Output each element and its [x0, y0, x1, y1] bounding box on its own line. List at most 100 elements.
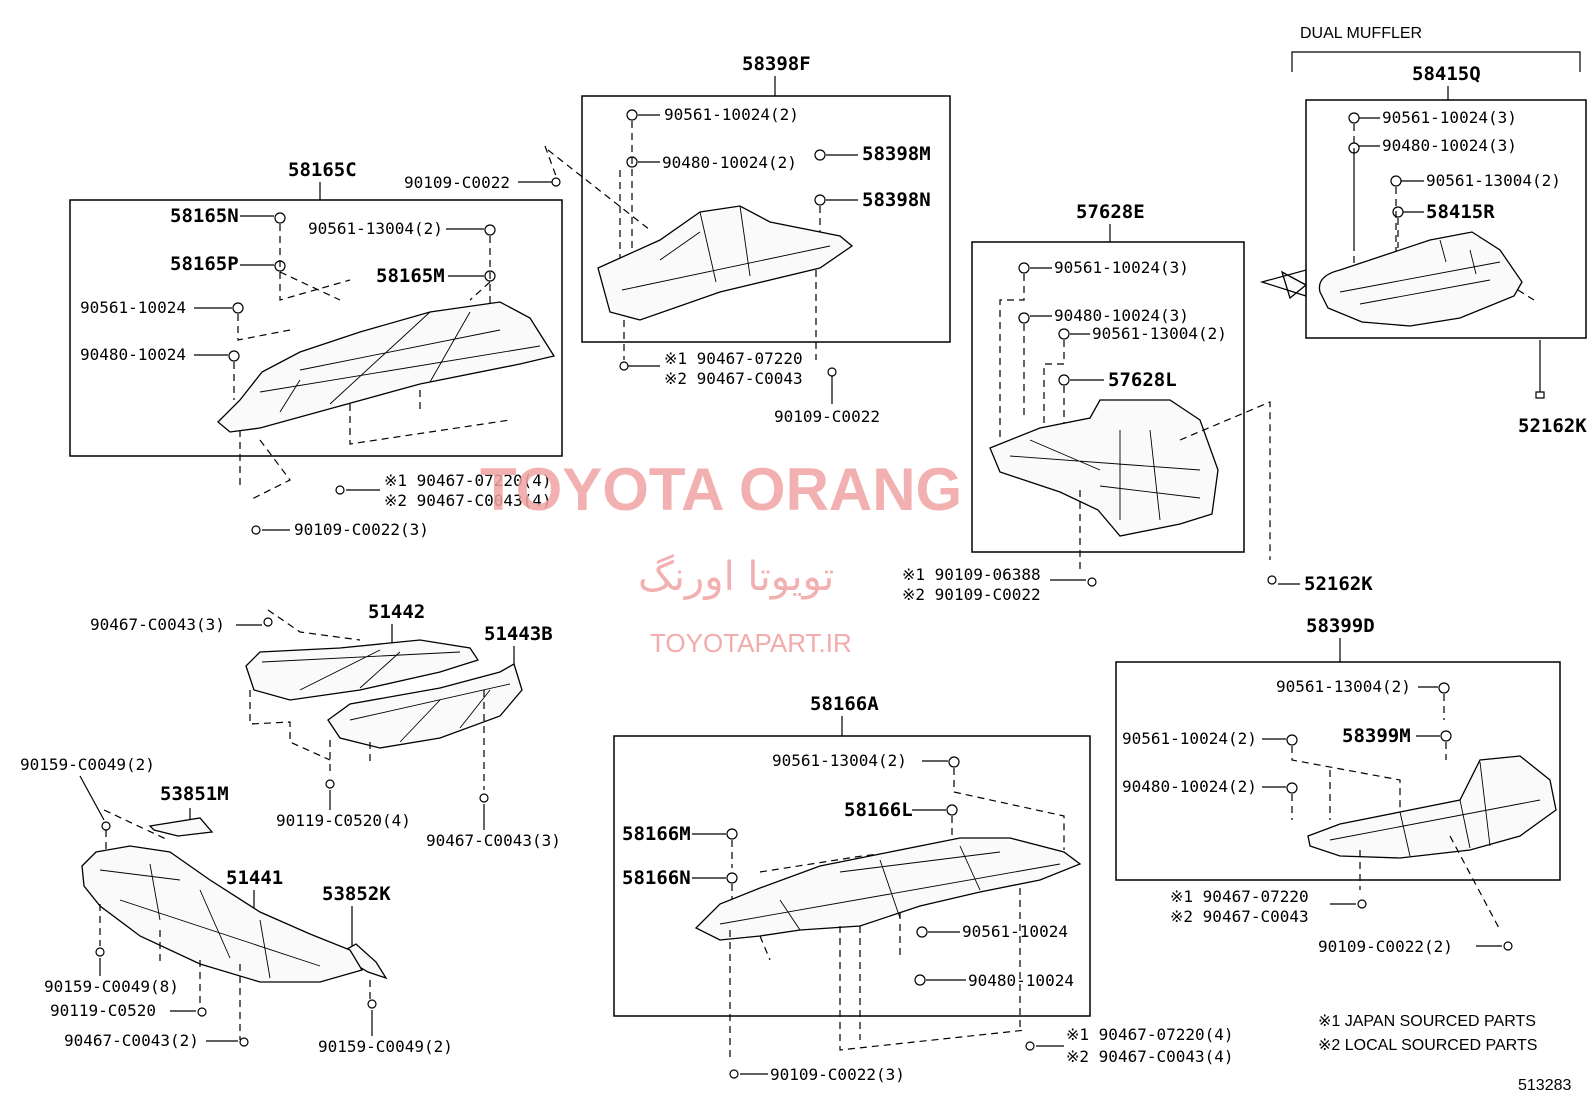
- label-58399M[interactable]: 58399M: [1342, 725, 1411, 747]
- box-58398F: [581, 95, 951, 343]
- bolt-icon: [1025, 1041, 1035, 1051]
- label-90467-07220-j1[interactable]: ※1 90467-07220: [664, 349, 803, 368]
- label-58415R[interactable]: 58415R: [1426, 201, 1495, 223]
- label-90109-C0022-3b[interactable]: 90109-C0022(3): [770, 1065, 905, 1084]
- label-58398N[interactable]: 58398N: [862, 189, 931, 211]
- label-51441[interactable]: 51441: [226, 867, 283, 889]
- bolt-icon: [263, 617, 273, 627]
- label-90119-C0520-4[interactable]: 90119-C0520(4): [276, 811, 411, 830]
- group-58165C: 58165C 58165N 58165P 90561-13004(2) 5816…: [69, 159, 563, 539]
- nut-icon: [1440, 730, 1452, 742]
- label-90467-07220-4-j2[interactable]: ※1 90467-07220(4): [1066, 1025, 1234, 1044]
- label-58165P[interactable]: 58165P: [170, 253, 239, 275]
- bolt-icon: [479, 793, 489, 803]
- label-90561-10024-a[interactable]: 90561-10024: [80, 298, 186, 317]
- nut-icon: [1058, 374, 1070, 386]
- label-90109-06388-j1[interactable]: ※1 90109-06388: [902, 565, 1041, 584]
- label-58399D[interactable]: 58399D: [1306, 615, 1375, 637]
- label-90467-C0043-4-l2[interactable]: ※2 90467-C0043(4): [1066, 1047, 1234, 1066]
- cover-58165C-shape: [217, 301, 556, 433]
- bolt-icon: [619, 361, 629, 371]
- label-58166L[interactable]: 58166L: [844, 799, 913, 821]
- label-90561-13004-2a[interactable]: 90561-13004(2): [1426, 171, 1561, 190]
- bolt-icon: [729, 1069, 739, 1079]
- legend: ※1 JAPAN SOURCED PARTS ※2 LOCAL SOURCED …: [1318, 1013, 1571, 1094]
- label-90467-C0043-4-l1[interactable]: ※2 90467-C0043(4): [384, 491, 552, 510]
- bolt-icon: [197, 1007, 207, 1017]
- label-51443B[interactable]: 51443B: [484, 623, 553, 645]
- label-90561-10024-2b[interactable]: 90561-10024(2): [1122, 729, 1257, 748]
- cover-58166A-shape: [694, 837, 1082, 941]
- label-90561-10024-b[interactable]: 90561-10024: [962, 922, 1068, 941]
- label-90561-13004-2d[interactable]: 90561-13004(2): [772, 751, 907, 770]
- label-90109-C0022-l1[interactable]: ※2 90109-C0022: [902, 585, 1041, 604]
- cover-51443B-shape: [327, 663, 523, 749]
- label-90467-C0043-l3[interactable]: ※2 90467-C0043: [1170, 907, 1309, 926]
- label-90480-10024-3a[interactable]: 90480-10024(3): [1382, 136, 1517, 155]
- label-90467-C0043-3a[interactable]: 90467-C0043(3): [90, 615, 225, 634]
- label-90561-10024-3a[interactable]: 90561-10024(3): [1382, 108, 1517, 127]
- label-90561-13004-2c[interactable]: 90561-13004(2): [1092, 324, 1227, 343]
- label-90467-C0043-l1[interactable]: ※2 90467-C0043: [664, 369, 803, 388]
- group-58166A: 58166A 90561-13004(2) 58166L 58166M 5816…: [613, 693, 1234, 1084]
- group-51441: 90159-C0049(2) 53851M 51441 53852K 90159…: [20, 755, 453, 1056]
- label-90109-C0022-a[interactable]: 90109-C0022: [404, 173, 510, 192]
- box-58165C: [69, 199, 563, 457]
- label-58166M[interactable]: 58166M: [622, 823, 691, 845]
- nut-icon: [814, 194, 826, 206]
- label-90467-07220-j3[interactable]: ※1 90467-07220: [1170, 887, 1309, 906]
- clip-icon: [814, 149, 826, 161]
- label-57628E[interactable]: 57628E: [1076, 201, 1145, 223]
- label-58398F[interactable]: 58398F: [742, 53, 811, 75]
- bolt-icon: [251, 525, 261, 535]
- label-90480-10024-b[interactable]: 90480-10024: [968, 971, 1074, 990]
- nut-icon: [1018, 312, 1030, 324]
- bolt-icon: [335, 485, 345, 495]
- label-90159-C0049-2b[interactable]: 90159-C0049(2): [318, 1037, 453, 1056]
- label-58398M[interactable]: 58398M: [862, 143, 931, 165]
- label-58415Q[interactable]: 58415Q: [1412, 63, 1481, 85]
- label-90561-10024-2a[interactable]: 90561-10024(2): [664, 105, 799, 124]
- label-53851M[interactable]: 53851M: [160, 783, 229, 805]
- label-58166N[interactable]: 58166N: [622, 867, 691, 889]
- clip-icon: [626, 109, 638, 121]
- label-90480-10024-2b[interactable]: 90480-10024(2): [1122, 777, 1257, 796]
- label-90561-13004-2e[interactable]: 90561-13004(2): [1276, 677, 1411, 696]
- label-90159-C0049-8[interactable]: 90159-C0049(8): [44, 977, 179, 996]
- clip-icon: [1390, 175, 1402, 187]
- box-58415Q: [1305, 99, 1587, 339]
- clip-icon: [95, 947, 105, 957]
- label-58165M[interactable]: 58165M: [376, 265, 445, 287]
- label-58165C[interactable]: 58165C: [288, 159, 357, 181]
- label-90109-C0022-3a[interactable]: 90109-C0022(3): [294, 520, 429, 539]
- label-90109-C0022-b[interactable]: 90109-C0022: [774, 407, 880, 426]
- group-58415Q: DUAL MUFFLER 58415Q 90561-10024(3) 90480…: [1259, 25, 1587, 437]
- label-90480-10024-a[interactable]: 90480-10024: [80, 345, 186, 364]
- cover-58399D-shape: [1307, 755, 1557, 859]
- box-58399D: [1115, 661, 1561, 881]
- label-51442[interactable]: 51442: [368, 601, 425, 623]
- nut-icon: [914, 974, 926, 986]
- figure-number: 513283: [1518, 1077, 1571, 1094]
- label-90467-C0043-3b[interactable]: 90467-C0043(3): [426, 831, 561, 850]
- label-90561-13004-2b[interactable]: 90561-13004(2): [308, 219, 443, 238]
- group-51442: 51442 51443B 90467-C0043(3) 90119-C0520(…: [90, 601, 561, 850]
- label-90119-C0520[interactable]: 90119-C0520: [50, 1001, 156, 1020]
- label-53852K[interactable]: 53852K: [322, 883, 391, 905]
- label-57628L[interactable]: 57628L: [1108, 369, 1177, 391]
- label-58165N[interactable]: 58165N: [170, 205, 239, 227]
- clip-icon: [1348, 112, 1360, 124]
- label-90480-10024-2a[interactable]: 90480-10024(2): [662, 153, 797, 172]
- label-90480-10024-3b[interactable]: 90480-10024(3): [1054, 306, 1189, 325]
- group-58399D: 58399D 90561-13004(2) 90561-10024(2) 583…: [1115, 615, 1561, 956]
- label-58166A[interactable]: 58166A: [810, 693, 879, 715]
- label-90109-C0022-2[interactable]: 90109-C0022(2): [1318, 937, 1453, 956]
- label-90561-10024-3b[interactable]: 90561-10024(3): [1054, 258, 1189, 277]
- label-52162K-a[interactable]: 52162K: [1518, 415, 1587, 437]
- label-90159-C0049-2a[interactable]: 90159-C0049(2): [20, 755, 155, 774]
- label-52162K-b[interactable]: 52162K: [1304, 573, 1373, 595]
- label-90467-C0043-2[interactable]: 90467-C0043(2): [64, 1031, 199, 1050]
- label-90467-07220-4-j1[interactable]: ※1 90467-07220(4): [384, 471, 552, 490]
- bolt-icon: [551, 177, 561, 187]
